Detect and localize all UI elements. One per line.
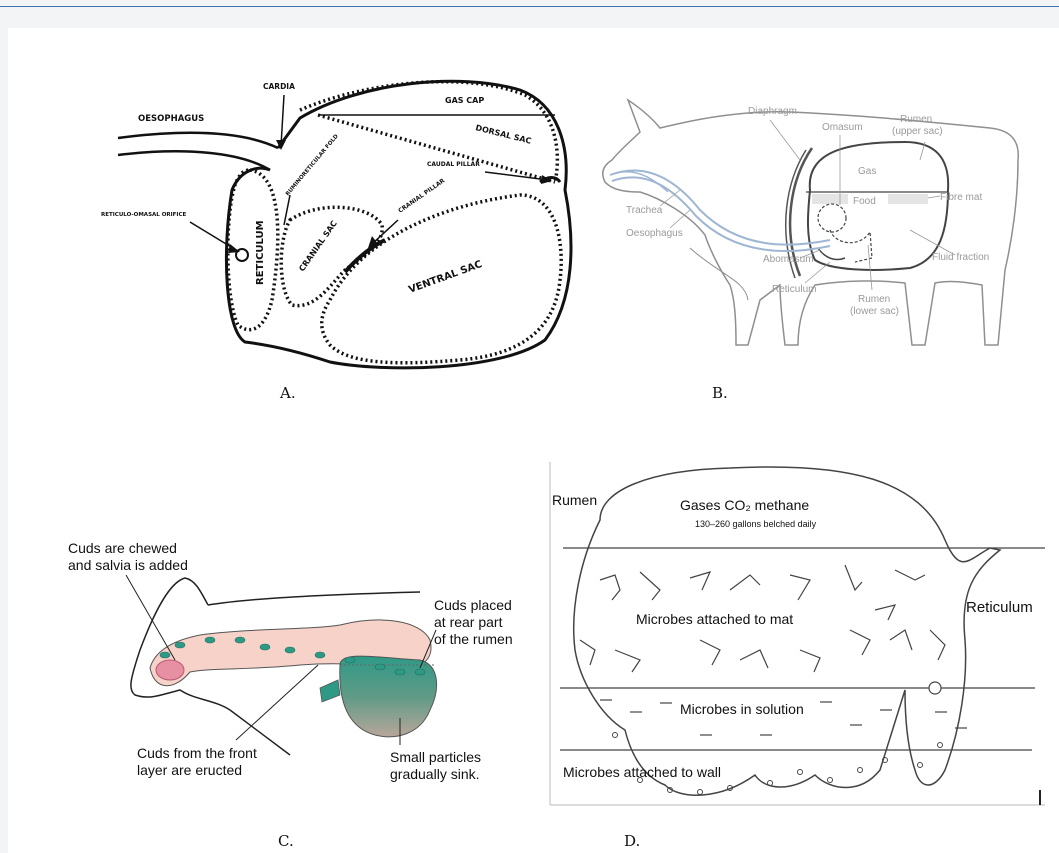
- caption-d: D.: [624, 832, 640, 850]
- label-gas: Gas: [858, 166, 876, 177]
- label-food: Food: [853, 196, 876, 207]
- label-belched: 130–260 gallons belched daily: [695, 519, 817, 529]
- label-reticulo-omasal-orifice: RETICULO-OMASAL ORIFICE: [101, 212, 187, 218]
- label-cuds-placed-1: Cuds placed: [434, 597, 512, 613]
- fibre-mat-texture-2: [888, 194, 928, 204]
- label-cuds-eructed-2: layer are eructed: [137, 762, 242, 778]
- label-oesophagus: OESOPHAGUS: [138, 114, 204, 124]
- panel-a-diagram: OESOPHAGUS CARDIA GAS CAP DORSAL SAC CAU…: [101, 81, 571, 368]
- label-ruminoreticular-fold: RUMINORETICULAR FOLD: [285, 133, 340, 197]
- panel-b-diagram: Diaphragm Omasum Rumen (upper sac) Gas F…: [603, 100, 1018, 345]
- label-small-particles-1: Small particles: [390, 749, 481, 765]
- label-small-particles-2: gradually sink.: [390, 766, 480, 782]
- label-reticulum: RETICULUM: [255, 220, 266, 285]
- label-fibre-mat: Fibre mat: [940, 192, 982, 203]
- fibre-mat-texture-1: [812, 194, 848, 204]
- panel-c-diagram: Cuds are chewed and salvia is added Cuds…: [68, 540, 513, 782]
- label-reticulum-b: Reticulum: [772, 284, 816, 295]
- label-cuds-chewed-2: and salvia is added: [68, 557, 188, 573]
- label-cuds-placed-3: of the rumen: [434, 631, 513, 647]
- label-rumen-upper-1: Rumen: [900, 114, 932, 125]
- label-ventral-sac: VENTRAL SAC: [407, 259, 483, 296]
- label-fluid-fraction: Fluid fraction: [932, 252, 989, 263]
- label-rumen-d: Rumen: [552, 492, 597, 508]
- label-microbes-mat: Microbes attached to mat: [636, 611, 793, 627]
- label-omasum: Omasum: [822, 122, 863, 133]
- label-gases: Gases CO₂ methane: [680, 497, 809, 513]
- label-cuds-chewed-1: Cuds are chewed: [68, 540, 177, 556]
- label-cranial-pillar: CRANIAL PILLAR: [397, 177, 446, 215]
- caption-b: B.: [712, 384, 728, 402]
- label-reticulum-d: Reticulum: [966, 599, 1033, 616]
- label-rumen-lower-1: Rumen: [858, 294, 890, 305]
- label-caudal-pillar: CAUDAL PILLAR: [427, 161, 480, 168]
- label-rumen-upper-2: (upper sac): [892, 126, 943, 137]
- label-abomasum: Abomasum: [763, 254, 814, 265]
- label-cuds-eructed-1: Cuds from the front: [137, 745, 257, 761]
- label-diaphragm: Diaphragm: [748, 106, 797, 117]
- label-cranial-sac: CRANIAL SAC: [297, 219, 339, 273]
- label-gas-cap: GAS CAP: [445, 96, 484, 105]
- label-cuds-placed-2: at rear part: [434, 614, 503, 630]
- label-dorsal-sac: DORSAL SAC: [475, 123, 533, 146]
- label-microbes-wall: Microbes attached to wall: [563, 764, 721, 780]
- label-cardia: CARDIA: [263, 82, 295, 91]
- panel-d-diagram: Rumen Gases CO₂ methane 130–260 gallons …: [550, 462, 1045, 805]
- label-rumen-lower-2: (lower sac): [850, 306, 899, 317]
- caption-a: A.: [279, 384, 296, 402]
- caption-c: C.: [278, 832, 294, 850]
- label-oesophagus-b: Oesophagus: [626, 228, 683, 239]
- label-microbes-solution: Microbes in solution: [680, 701, 804, 717]
- label-trachea: Trachea: [626, 205, 663, 216]
